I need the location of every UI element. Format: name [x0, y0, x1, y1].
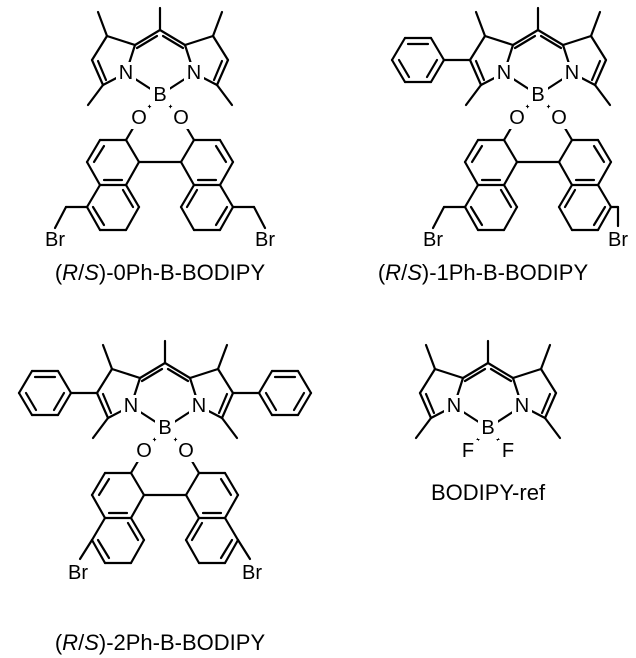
nitrogen-label: N	[447, 395, 461, 417]
atom-labels: N N B O O Br Br	[68, 395, 262, 584]
fluorine-label: F	[502, 440, 514, 462]
oxygen-label: O	[178, 440, 194, 462]
oxygen-label: O	[136, 440, 152, 462]
phenyl-ring	[390, 36, 472, 84]
oxygen-label: O	[509, 107, 525, 129]
bromine-label: Br	[423, 229, 443, 251]
oxygen-label: O	[173, 107, 189, 129]
compound-1ph: N N B O O Br Br (R/S)-1Ph-B-BODIPY	[378, 6, 628, 285]
compound-caption: (R/S)-0Ph-B-BODIPY	[55, 260, 266, 285]
binaphthyl-unit	[53, 116, 267, 232]
compound-0ph: N N B O O Br Br (R/S)-0Ph-B-BODIPY	[45, 6, 275, 285]
compound-caption: (R/S)-2Ph-B-BODIPY	[55, 630, 266, 655]
compound-caption: BODIPY-ref	[431, 480, 546, 505]
fluorine-label: F	[462, 440, 474, 462]
atom-labels: N N B F F	[444, 395, 532, 462]
compound-bodipy-ref: N N B F F BODIPY-ref	[414, 339, 562, 505]
atom-labels: N N B O O Br Br	[423, 62, 628, 251]
nitrogen-label: N	[515, 395, 529, 417]
atom-labels: N N B O O Br Br	[45, 62, 275, 251]
bromine-label: Br	[255, 229, 275, 251]
binaphthyl-unit	[431, 116, 620, 232]
nitrogen-label: N	[497, 62, 511, 84]
nitrogen-label: N	[187, 62, 201, 84]
bromine-label: Br	[45, 229, 65, 251]
oxygen-label: O	[131, 107, 147, 129]
nitrogen-label: N	[119, 62, 133, 84]
boron-label: B	[531, 84, 544, 106]
compound-2ph: N N B O O Br Br (R/S)-2Ph-B-BODIPY	[17, 339, 313, 655]
boron-label: B	[481, 417, 494, 439]
phenyl-ring	[231, 369, 313, 417]
boron-label: B	[153, 84, 166, 106]
bromine-label: Br	[608, 229, 628, 251]
nitrogen-label: N	[565, 62, 579, 84]
bromine-label: Br	[68, 562, 88, 584]
binaphthyl-unit	[78, 449, 252, 565]
phenyl-ring	[17, 369, 99, 417]
compound-caption: (R/S)-1Ph-B-BODIPY	[378, 260, 589, 285]
nitrogen-label: N	[124, 395, 138, 417]
boron-label: B	[158, 417, 171, 439]
nitrogen-label: N	[192, 395, 206, 417]
oxygen-label: O	[551, 107, 567, 129]
bromine-label: Br	[242, 562, 262, 584]
